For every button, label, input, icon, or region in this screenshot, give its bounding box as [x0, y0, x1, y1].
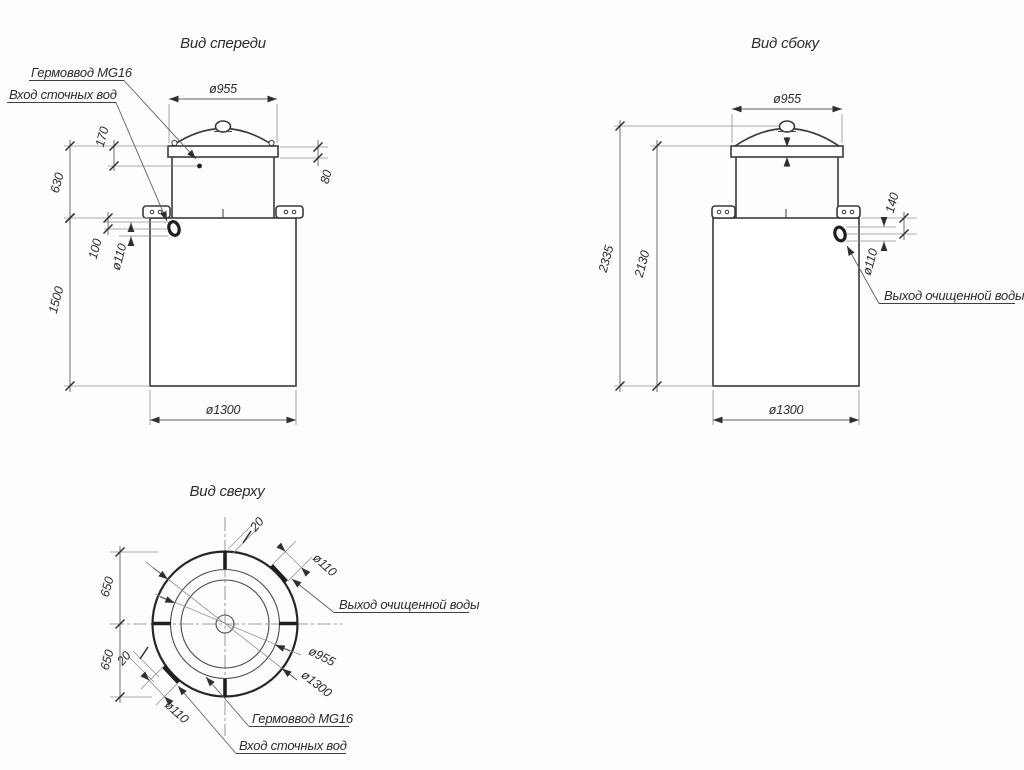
front-dim-body-diameter: ø1300 [149, 390, 297, 425]
front-dim-collar-height-text: 80 [318, 168, 335, 185]
lid-knob [214, 120, 232, 133]
tab-left-side [711, 205, 736, 219]
side-lid [730, 120, 844, 167]
side-dim-neck-diameter: ø955 [731, 92, 843, 143]
top-label-inlet: Вход сточных вод [177, 685, 347, 754]
top-dim-body-diameter-text: ø1300 [299, 668, 335, 700]
front-dim-neck-diameter: ø955 [168, 82, 278, 143]
side-dim-collar-level-text: 2130 [632, 249, 653, 280]
tab-right [275, 205, 304, 219]
side-label-outlet-text: Выход очищенной воды [884, 288, 1024, 303]
front-dim-inlet-offset-text: 100 [86, 237, 105, 260]
outlet-stub [270, 564, 288, 583]
front-dim-gland-offset-text: 170 [93, 125, 112, 148]
lid-lug-left [171, 139, 178, 147]
front-dim-body-height: 1500 [46, 212, 76, 392]
side-view-title: Вид сбоку [751, 35, 821, 52]
top-label-gland: Гермоввод MG16 [205, 676, 354, 727]
top-dim-outlet-seam: 20 [227, 515, 267, 554]
gland-dot [197, 163, 202, 169]
lid-collar [167, 145, 279, 158]
front-view-title: Вид спереди [180, 35, 267, 52]
side-view: Вид сбоку ø955 [596, 35, 1024, 425]
top-dim-inlet-seam-text: 20 [114, 649, 134, 669]
tab-left [142, 205, 171, 219]
tab-right-side [836, 205, 861, 219]
lid-collar-side [730, 145, 844, 158]
tank-body-side [712, 217, 860, 387]
side-dim-outlet-diameter-text: ø110 [860, 247, 881, 277]
lid-lug-right [268, 139, 275, 147]
side-dim-outlet-offset: 140 [883, 191, 910, 240]
front-label-gland: Гермоввод MG16 [29, 65, 197, 160]
side-label-outlet: Выход очищенной воды [846, 245, 1024, 304]
top-view-title: Вид сверху [190, 483, 267, 500]
front-dim-gland-offset: 170 [93, 125, 120, 172]
side-dim-total-height-text: 2335 [596, 244, 617, 275]
top-dim-radius-top: 650 650 [98, 546, 126, 703]
side-dim-outlet-diameter: ø110 [860, 217, 888, 277]
inner-circle [180, 579, 270, 669]
top-label-inlet-text: Вход сточных вод [239, 738, 347, 753]
front-dim-body-diameter-text: ø1300 [206, 403, 241, 417]
side-dim-body-diameter-text: ø1300 [769, 403, 804, 417]
side-dim-collar-level: 2130 [632, 140, 663, 392]
front-dim-inlet-diameter-text: ø110 [109, 242, 130, 272]
front-view: Вид спереди ø955 [7, 35, 335, 425]
side-dim-total-height: 2335 [596, 120, 626, 392]
front-dim-collar-height: 80 [280, 140, 335, 185]
top-view: Вид сверху 650 650 [98, 483, 480, 754]
top-dim-outlet-diameter-text: ø110 [310, 551, 339, 579]
inlet-pipe-front [167, 220, 181, 237]
center-circle [215, 614, 235, 634]
front-dim-inlet-offset: 100 [86, 212, 114, 261]
side-dim-outlet-offset-text: 140 [883, 191, 902, 214]
side-dim-body-diameter: ø1300 [712, 390, 860, 425]
top-dim-inlet-diameter: ø110 [140, 666, 191, 726]
front-label-inlet: Вход сточных вод [7, 87, 168, 222]
front-label-inlet-text: Вход сточных вод [9, 87, 117, 102]
front-lid [167, 120, 279, 158]
front-dim-neck-diameter-text: ø955 [209, 82, 237, 96]
front-dim-neck-height: 630 [48, 140, 76, 224]
front-label-gland-text: Гермоввод MG16 [31, 65, 133, 80]
front-dim-body-height-text: 1500 [46, 285, 67, 315]
front-dim-inlet-diameter: ø110 [109, 222, 135, 272]
top-dim-inlet-diameter-text: ø110 [162, 698, 191, 726]
top-label-outlet: Выход очищенной воды [291, 578, 480, 613]
lid-knob-side [778, 120, 796, 133]
front-dim-neck-height-text: 630 [48, 171, 67, 194]
tank-body-front [149, 217, 297, 387]
side-dim-neck-diameter-text: ø955 [773, 92, 801, 106]
outlet-pipe-side [833, 225, 847, 243]
top-label-outlet-text: Выход очищенной воды [339, 597, 480, 612]
top-label-gland-text: Гермоввод MG16 [252, 711, 354, 726]
top-dim-radius-bottom-text: 650 [98, 648, 117, 671]
top-dim-neck-diameter-text: ø955 [306, 644, 337, 669]
top-dim-radius-top-text: 650 [98, 575, 117, 598]
inlet-stub [162, 665, 180, 684]
